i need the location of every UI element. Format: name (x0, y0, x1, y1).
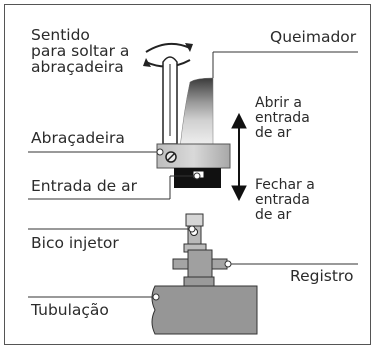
leader-lines (28, 51, 358, 301)
gas-pipe (151, 285, 258, 335)
open-close-arrow-icon (231, 112, 247, 202)
label-air-intake: Entrada de ar (31, 177, 138, 195)
burner-tube (179, 77, 214, 149)
label-burner: Queimador (270, 28, 357, 46)
label-pipe: Tubulação (31, 301, 109, 319)
label-loosen-direction: Sentido para soltar a abraçadeira (31, 26, 130, 76)
register-valve (172, 249, 228, 288)
diagram-frame (4, 4, 371, 345)
label-close-air: Fechar a entrada de ar (255, 177, 315, 223)
label-nozzle: Bico injetor (31, 234, 119, 252)
rotation-arrow-icon (143, 42, 193, 68)
adjusting-rod (162, 56, 178, 145)
label-clamp: Abraçadeira (31, 129, 125, 147)
nozzle (183, 213, 207, 253)
label-open-air: Abrir a entrada de ar (255, 95, 310, 141)
label-register: Registro (290, 267, 354, 285)
